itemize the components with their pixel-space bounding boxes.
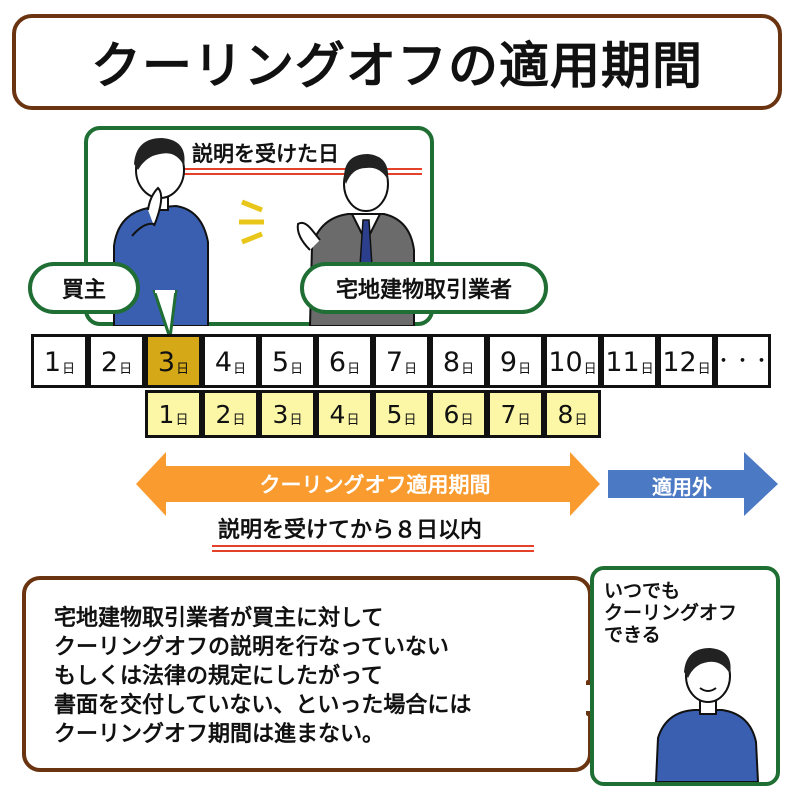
day-unit: 日 — [697, 362, 711, 377]
day-unit: 日 — [347, 362, 361, 377]
agent-label-bubble: 宅地建物取引業者 — [300, 262, 548, 314]
explanation-line: もしくは法律の規定にしたがって — [54, 664, 383, 689]
out-of-scope-arrow — [608, 452, 778, 516]
day-number: 5 — [386, 400, 403, 429]
day-unit: 日 — [233, 362, 247, 377]
day-number: 6 — [443, 400, 460, 429]
day-cell-ellipsis: ・・・ — [715, 334, 771, 388]
speaker-line: できる — [604, 624, 661, 646]
day-number: 3 — [272, 400, 289, 429]
day-unit: 日 — [460, 413, 474, 428]
ellipsis-text: ・・・ — [714, 351, 772, 372]
day-number: 2 — [100, 347, 119, 378]
speaker-line: クーリングオフ — [604, 602, 738, 624]
day-unit: 日 — [119, 362, 133, 377]
caption-underline-2 — [150, 173, 422, 175]
caption-underline — [150, 168, 422, 170]
day-number: 1 — [158, 400, 175, 429]
explanation-line: クーリングオフの説明を行なっていない — [54, 635, 449, 660]
day-unit: 日 — [404, 362, 418, 377]
note-underline — [212, 545, 534, 547]
day-number: 1 — [43, 347, 62, 378]
explanation-line: 書面を交付していない、といった場合には — [54, 693, 472, 718]
day-unit: 日 — [176, 362, 190, 377]
day-unit: 日 — [346, 413, 360, 428]
day-number: 6 — [328, 347, 347, 378]
speaking-lines-icon — [239, 199, 264, 245]
day-number: 10 — [548, 347, 583, 378]
period-arrow — [136, 452, 600, 516]
buyer-label-bubble: 買主 — [28, 262, 140, 314]
day-number: 9 — [499, 347, 518, 378]
day-number: 7 — [385, 347, 404, 378]
day-number: 8 — [557, 400, 574, 429]
day-number: 12 — [662, 347, 697, 378]
day-unit: 日 — [583, 362, 597, 377]
explanation-line: クーリングオフ期間は進まない。 — [54, 722, 385, 747]
day-unit: 日 — [518, 362, 532, 377]
day-unit: 日 — [232, 413, 246, 428]
day-number: 8 — [442, 347, 461, 378]
title-frame — [12, 14, 782, 110]
day-number: 4 — [214, 347, 233, 378]
day-number: 7 — [500, 400, 517, 429]
buyer-label: 買主 — [61, 278, 106, 303]
explanation-box — [22, 576, 592, 772]
day-unit: 日 — [290, 362, 304, 377]
explanation-text: 宅地建物取引業者が買主に対して クーリングオフの説明を行なっていない もしくは法… — [54, 604, 584, 749]
day-unit: 日 — [403, 413, 417, 428]
out-of-scope-label: 適用外 — [652, 474, 712, 499]
day-unit: 日 — [461, 362, 475, 377]
day-unit: 日 — [289, 413, 303, 428]
pointer-arrow — [152, 290, 178, 339]
agent-label: 宅地建物取引業者 — [335, 278, 512, 303]
day-unit: 日 — [574, 413, 588, 428]
arrows — [136, 452, 778, 516]
day-number: 4 — [329, 400, 346, 429]
speaker-illustration — [654, 648, 760, 782]
day-unit: 日 — [517, 413, 531, 428]
day-unit: 日 — [175, 413, 189, 428]
day-number: 11 — [605, 347, 640, 378]
day-number: 5 — [271, 347, 290, 378]
period-note: 説明を受けてから８日以内 — [218, 518, 483, 543]
speaker-text: いつでも クーリングオフ できる — [604, 580, 737, 646]
scene-caption: 説明を受けた日 — [188, 138, 343, 168]
period-label: クーリングオフ適用期間 — [259, 473, 491, 497]
note-underline-2 — [212, 550, 534, 552]
day-number: 3 — [157, 347, 176, 378]
page-title: クーリングオフの適用期間 — [91, 37, 703, 95]
day-unit: 日 — [640, 362, 654, 377]
day-unit: 日 — [62, 362, 76, 377]
day-number: 2 — [215, 400, 232, 429]
speaker-line: いつでも — [604, 580, 681, 602]
explanation-line: 宅地建物取引業者が買主に対して — [54, 606, 384, 631]
